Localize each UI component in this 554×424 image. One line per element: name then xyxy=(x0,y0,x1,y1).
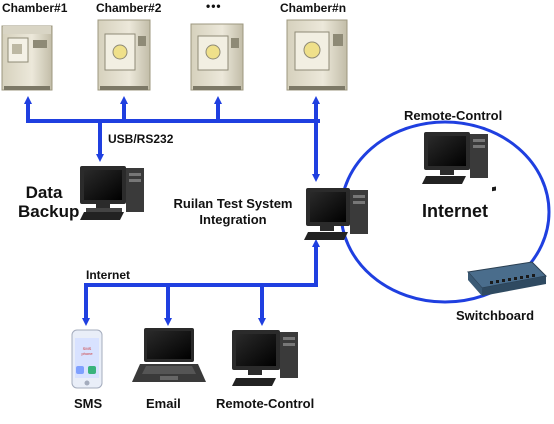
remote-control-bottom-computer-icon xyxy=(232,330,298,386)
laptop-icon xyxy=(132,328,206,382)
internet-branch-label: Internet xyxy=(86,268,131,282)
chamber-1-label: Chamber#1 xyxy=(2,1,68,15)
integration-label: Ruilan Test System Integration xyxy=(168,196,298,228)
usb-rs232-label: USB/RS232 xyxy=(108,132,174,146)
remote-control-top-label: Remote-Control xyxy=(404,108,503,123)
integration-line2: Integration xyxy=(199,212,267,227)
phone-screen-text-2: phone xyxy=(81,351,93,356)
chamber-1 xyxy=(1,25,53,91)
chamber-bus xyxy=(24,96,320,182)
internet-branch xyxy=(82,239,320,326)
chamber-ellipsis-label: ••• xyxy=(206,0,222,13)
data-backup-line1: Data xyxy=(25,183,63,202)
switchboard-icon xyxy=(467,186,548,296)
phone-screen-text-1: SMS xyxy=(83,346,92,351)
internet-cloud-label: Internet xyxy=(422,201,489,221)
data-backup-line2: Backup xyxy=(18,202,80,221)
remote-control-top-computer-icon xyxy=(422,132,488,184)
chamber-n xyxy=(286,19,348,91)
data-backup-label: Data Backup xyxy=(18,183,79,221)
chamber-n-label: Chamber#n xyxy=(280,1,347,15)
integration-line1: Ruilan Test System xyxy=(173,196,293,211)
data-backup-computer-icon xyxy=(80,166,144,220)
integration-computer-icon xyxy=(304,188,368,240)
chamber-2 xyxy=(97,19,151,91)
email-label: Email xyxy=(146,396,181,411)
phone-icon: SMS phone xyxy=(71,329,103,389)
chamber-3 xyxy=(190,23,244,91)
switchboard-label: Switchboard xyxy=(456,308,535,323)
sms-label: SMS xyxy=(74,396,103,411)
chamber-2-label: Chamber#2 xyxy=(96,1,162,15)
remote-control-bottom-label: Remote-Control xyxy=(216,396,315,411)
